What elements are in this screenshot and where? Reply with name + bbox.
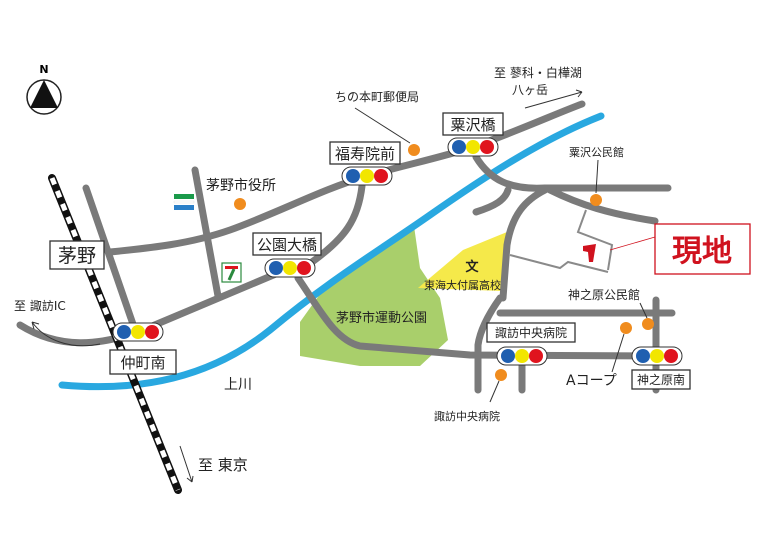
poi-markers bbox=[234, 107, 654, 403]
awasawa-hall-label: 粟沢公民館 bbox=[569, 145, 624, 159]
intersection-gonohara-minami: 神之原南 bbox=[631, 369, 691, 390]
familymart-icon bbox=[173, 194, 195, 210]
park-label: 茅野市運動公園 bbox=[336, 310, 427, 326]
signal-suwa-chuo-byoin-icon bbox=[496, 346, 548, 366]
site-marker: 現地 bbox=[583, 223, 751, 275]
river-label: 上川 bbox=[224, 377, 252, 393]
traffic-signals bbox=[112, 137, 683, 366]
city-hall-marker bbox=[234, 198, 246, 210]
intersection-suwa-chuo-byoin: 諏訪中央病院 bbox=[486, 322, 576, 343]
direction-suwa-ic-label: 至 諏訪IC bbox=[14, 298, 66, 313]
station-chino: 茅野 bbox=[49, 240, 105, 270]
intersection-label: 仲町南 bbox=[120, 354, 165, 372]
direction-yatsugatake-label: 八ヶ岳 bbox=[512, 83, 548, 97]
site-label: 現地 bbox=[672, 234, 732, 269]
a-coop-label: Aコープ bbox=[566, 373, 617, 389]
signal-nakamachi-minami-icon bbox=[112, 322, 164, 342]
signal-koen-ohashi-icon bbox=[264, 258, 316, 278]
station-label: 茅野 bbox=[58, 245, 96, 267]
intersection-label: 粟沢橋 bbox=[450, 116, 495, 134]
intersection-label: 福寿院前 bbox=[335, 145, 395, 163]
direction-tokyo-label: 至 東京 bbox=[198, 456, 248, 474]
signal-gonohara-minami-icon bbox=[631, 346, 683, 366]
school-symbol-icon: 文 bbox=[465, 259, 479, 275]
arrow-to-tateshina-icon bbox=[524, 89, 583, 109]
awasawa-hall-marker bbox=[590, 194, 602, 206]
school-area bbox=[418, 232, 507, 291]
intersection-nakamachi-minami: 仲町南 bbox=[109, 349, 177, 375]
a-coop-marker bbox=[620, 322, 632, 334]
intersection-koen-ohashi: 公園大橋 bbox=[252, 232, 322, 256]
signal-fukujuin-mae-icon bbox=[341, 166, 393, 186]
school-label: 東海大付属高校 bbox=[424, 278, 501, 292]
hospital-label: 諏訪中央病院 bbox=[434, 409, 500, 423]
gonohara-hall-label: 神之原公民館 bbox=[568, 287, 640, 302]
direction-tateshina-label: 至 蓼科・白樺湖 bbox=[494, 65, 582, 80]
gonohara-hall-marker bbox=[642, 318, 654, 330]
seven-eleven-icon bbox=[221, 262, 242, 283]
post-office-label: ちの本町郵便局 bbox=[335, 90, 419, 104]
site-lot-outline bbox=[509, 209, 614, 273]
intersection-fukujuin-mae: 福寿院前 bbox=[329, 141, 401, 165]
signal-awasawa-bashi-icon bbox=[447, 137, 499, 157]
intersection-label: 公園大橋 bbox=[257, 236, 317, 254]
arrow-to-suwa-ic-icon bbox=[31, 321, 101, 347]
city-hall-label: 茅野市役所 bbox=[206, 177, 276, 194]
intersection-awasawa-bashi: 粟沢橋 bbox=[442, 112, 504, 136]
north-compass-icon: N bbox=[26, 63, 62, 115]
compass-label: N bbox=[39, 63, 48, 76]
hospital-marker bbox=[495, 369, 507, 381]
intersection-label: 諏訪中央病院 bbox=[495, 325, 567, 340]
arrow-to-tokyo-icon bbox=[179, 445, 194, 483]
intersection-label: 神之原南 bbox=[637, 372, 685, 387]
post-office-marker bbox=[408, 144, 420, 156]
kamigawa-river bbox=[58, 112, 605, 391]
